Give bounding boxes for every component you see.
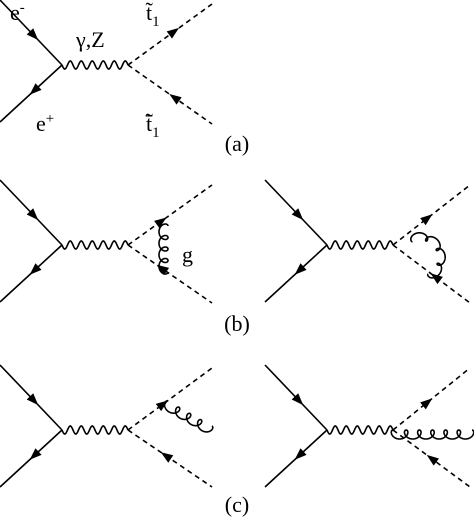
- stop-label: t̃1: [145, 0, 159, 30]
- bR-antistop-arrow: [430, 273, 443, 285]
- cL-antistop-line: [127, 429, 213, 488]
- a-antistop-arrow: [169, 94, 182, 105]
- cR-electron-arrow: [291, 393, 304, 406]
- bL-gluon-line: [158, 223, 169, 275]
- bR-stop-arrow: [420, 214, 433, 226]
- bR-electron-arrow: [291, 208, 304, 221]
- cR-stop-arrow: [420, 398, 433, 410]
- bR-gluon-loop: [410, 232, 446, 279]
- propagator-lines: [0, 0, 474, 488]
- arrowheads: [26, 27, 443, 466]
- caption-a: (a): [225, 131, 249, 156]
- caption-b: (b): [224, 311, 250, 336]
- gluon-label: g: [182, 242, 193, 267]
- bL-antistop-arrow: [156, 264, 170, 276]
- a-electron-arrow: [26, 28, 39, 41]
- caption-c: (c): [225, 492, 249, 517]
- a-antistop-line: [127, 64, 213, 125]
- cR-antistop-arrow: [426, 454, 439, 466]
- a-stop-arrow: [166, 27, 180, 39]
- cL-antistop-arrow: [160, 452, 174, 463]
- cL-positron-arrow: [29, 448, 42, 460]
- cR-positron-arrow: [294, 448, 307, 460]
- boson-label: γ,Z: [75, 27, 105, 52]
- cL-stop-arrow: [155, 400, 169, 412]
- cL-electron-arrow: [26, 393, 39, 406]
- antistop-label: t̄̃1: [145, 111, 160, 141]
- bL-antistop-line: [127, 244, 213, 304]
- a-positron-arrow: [29, 83, 42, 95]
- bL-electron-arrow: [26, 208, 39, 221]
- bL-stop-line: [127, 184, 213, 246]
- positron-label: e+: [36, 111, 54, 136]
- electron-label: e-: [10, 0, 25, 25]
- bR-positron-arrow: [294, 263, 307, 275]
- bR-boson-line: [326, 240, 394, 250]
- bL-positron-arrow: [29, 263, 42, 275]
- bL-stop-arrow: [154, 217, 167, 229]
- cL-boson-line: [61, 425, 129, 435]
- cL-gluon-line: [163, 400, 214, 433]
- cR-gluon-line: [390, 429, 474, 440]
- bL-boson-line: [61, 240, 129, 250]
- a-boson-line: [61, 60, 129, 70]
- cR-boson-line: [326, 425, 394, 435]
